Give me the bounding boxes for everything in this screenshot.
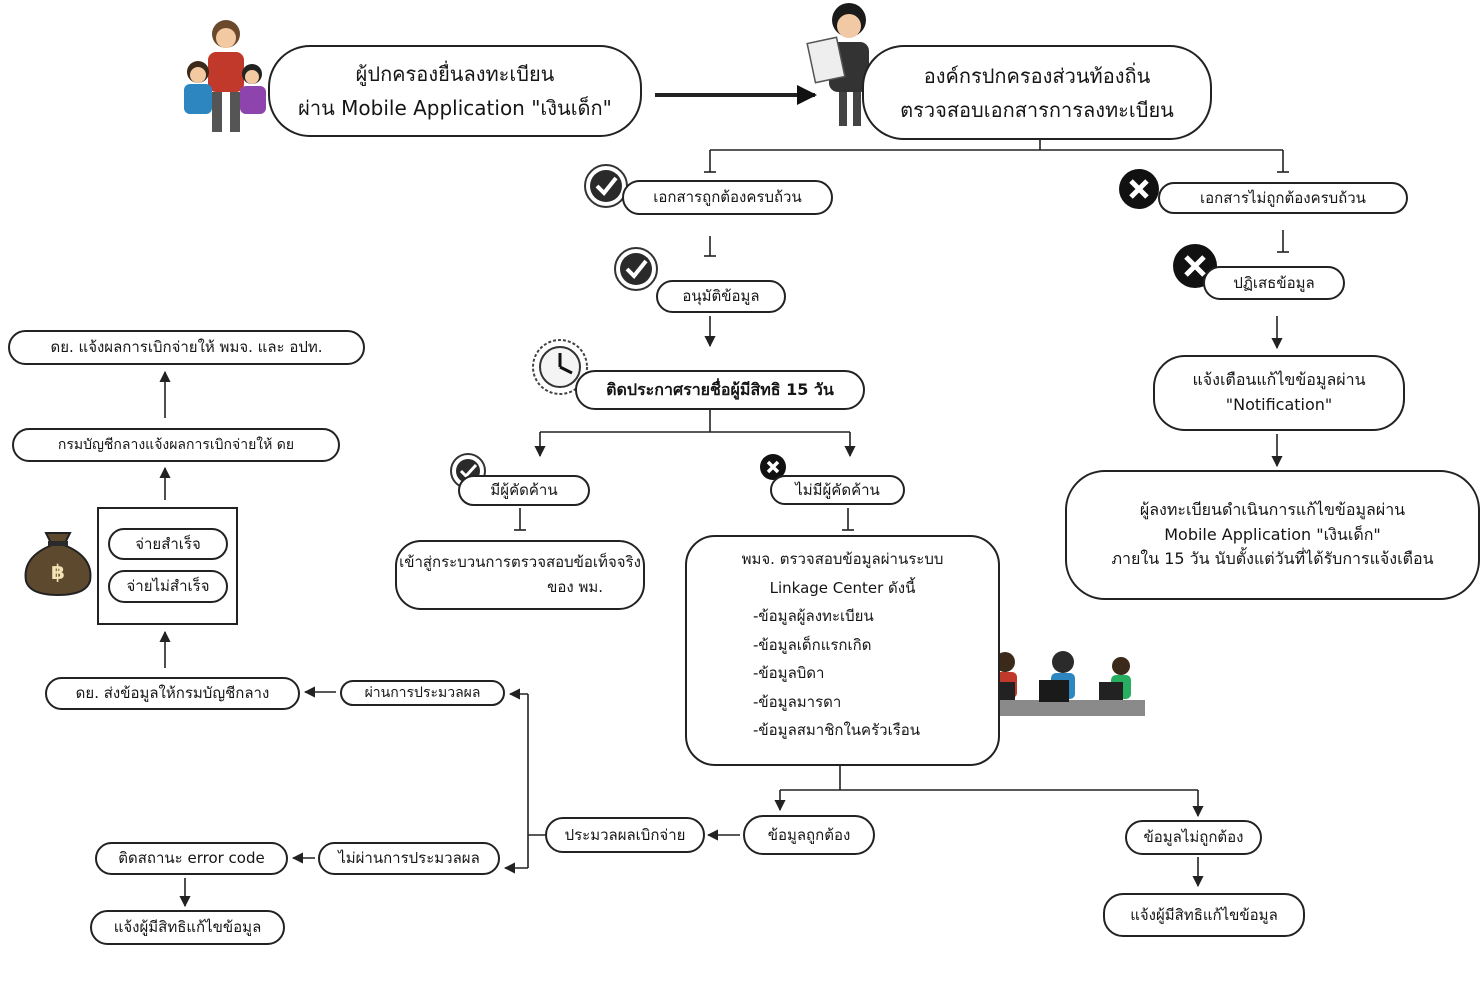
node-label: ติดสถานะ error code bbox=[118, 849, 265, 868]
node-label: ประมวลผลเบิกจ่าย bbox=[564, 825, 686, 844]
linkage-item: -ข้อมูลมารดา bbox=[753, 692, 842, 711]
node-label: ผ่านการประมวลผล bbox=[364, 684, 481, 701]
process-payment-node: ประมวลผลเบิกจ่าย bbox=[545, 817, 705, 853]
money-bag-icon: ฿ bbox=[24, 532, 92, 597]
staff-computers-illustration bbox=[975, 651, 1145, 728]
linkage-item: -ข้อมูลสมาชิกในครัวเรือน bbox=[753, 721, 921, 739]
x-circle-icon bbox=[1119, 169, 1159, 209]
node-label: ข้อมูลไม่ถูกต้อง bbox=[1143, 828, 1244, 847]
clock-icon bbox=[532, 339, 588, 395]
cgd-report-node: กรมบัญชีกลางแจ้งผลการเบิกจ่ายให้ ดย bbox=[12, 428, 340, 462]
node-line: ผ่าน Mobile Application "เงินเด็ก" bbox=[298, 96, 612, 120]
node-label: จ่ายไม่สำเร็จ bbox=[126, 577, 210, 596]
svg-text:฿: ฿ bbox=[51, 560, 65, 584]
node-line: ภายใน 15 วัน นับตั้งแต่วันที่ได้รับการแจ… bbox=[1111, 549, 1434, 569]
node-label: กรมบัญชีกลางแจ้งผลการเบิกจ่ายให้ ดย bbox=[57, 436, 295, 453]
lao-check-node: องค์กรปกครองส่วนท้องถิ่น ตรวจสอบเอกสารกา… bbox=[862, 45, 1212, 140]
send-to-cgd-node: ดย. ส่งข้อมูลให้กรมบัญชีกลาง bbox=[45, 677, 300, 710]
pay-success-node: จ่ายสำเร็จ bbox=[108, 528, 228, 560]
dy-report-node: ดย. แจ้งผลการเบิกจ่ายให้ พมจ. และ อปท. bbox=[8, 330, 365, 365]
node-line: ของ พม. bbox=[547, 578, 603, 596]
docs-complete-node: เอกสารถูกต้องครบถ้วน bbox=[622, 180, 833, 215]
node-label: เอกสารไม่ถูกต้องครบถ้วน bbox=[1200, 188, 1366, 207]
linkage-item: -ข้อมูลผู้ลงทะเบียน bbox=[753, 607, 874, 625]
node-label: มีผู้คัดค้าน bbox=[490, 481, 558, 500]
node-line: เข้าสู่กระบวนการตรวจสอบข้อเท็จจริง bbox=[399, 552, 641, 571]
node-line: Mobile Application "เงินเด็ก" bbox=[1164, 524, 1381, 544]
error-code-node: ติดสถานะ error code bbox=[95, 842, 288, 875]
no-objection-node: ไม่มีผู้คัดค้าน bbox=[770, 475, 905, 505]
node-line: ผู้ปกครองยื่นลงทะเบียน bbox=[355, 62, 555, 86]
officer-illustration bbox=[806, 3, 869, 126]
data-correct-node: ข้อมูลถูกต้อง bbox=[743, 815, 875, 855]
node-label: เอกสารถูกต้องครบถ้วน bbox=[653, 188, 802, 207]
payment-result-box: จ่ายสำเร็จ จ่ายไม่สำเร็จ bbox=[97, 507, 238, 625]
node-label: อนุมัติข้อมูล bbox=[682, 287, 760, 306]
notify-node: แจ้งเตือนแก้ไขข้อมูลผ่าน "Notification" bbox=[1153, 355, 1405, 431]
node-label: ดย. ส่งข้อมูลให้กรมบัญชีกลาง bbox=[75, 684, 270, 703]
docs-incomplete-node: เอกสารไม่ถูกต้องครบถ้วน bbox=[1158, 182, 1408, 214]
objection-node: มีผู้คัดค้าน bbox=[458, 475, 590, 506]
fix-via-app-node: ผู้ลงทะเบียนดำเนินการแก้ไขข้อมูลผ่าน Mob… bbox=[1065, 470, 1480, 600]
check-badge-icon bbox=[584, 164, 628, 208]
node-label: ติดประกาศรายชื่อผู้มีสิทธิ 15 วัน bbox=[606, 380, 834, 400]
node-label: ไม่มีผู้คัดค้าน bbox=[795, 480, 880, 499]
node-line: Linkage Center ดังนี้ bbox=[769, 578, 916, 597]
node-label: จ่ายสำเร็จ bbox=[135, 534, 201, 553]
fact-check-node: เข้าสู่กระบวนการตรวจสอบข้อเท็จจริง ของ พ… bbox=[395, 540, 645, 610]
pay-fail-node: จ่ายไม่สำเร็จ bbox=[108, 570, 228, 603]
node-line: "Notification" bbox=[1225, 395, 1333, 414]
node-label: แจ้งผู้มีสิทธิแก้ไขข้อมูล bbox=[1130, 905, 1278, 924]
reject-node: ปฏิเสธข้อมูล bbox=[1203, 266, 1345, 300]
node-line: ผู้ลงทะเบียนดำเนินการแก้ไขข้อมูลผ่าน bbox=[1139, 499, 1406, 519]
announce-node: ติดประกาศรายชื่อผู้มีสิทธิ 15 วัน bbox=[575, 370, 865, 410]
approve-node: อนุมัติข้อมูล bbox=[656, 280, 786, 313]
process-passed-node: ผ่านการประมวลผล bbox=[340, 680, 505, 706]
data-incorrect-node: ข้อมูลไม่ถูกต้อง bbox=[1125, 820, 1262, 855]
linkage-check-node: พมจ. ตรวจสอบข้อมูลผ่านระบบ Linkage Cente… bbox=[685, 535, 1000, 766]
process-failed-node: ไม่ผ่านการประมวลผล bbox=[318, 842, 500, 875]
node-line: พมจ. ตรวจสอบข้อมูลผ่านระบบ bbox=[741, 550, 944, 568]
node-label: ไม่ผ่านการประมวลผล bbox=[338, 849, 480, 868]
linkage-item: -ข้อมูลบิดา bbox=[753, 664, 825, 682]
node-line: องค์กรปกครองส่วนท้องถิ่น bbox=[923, 63, 1151, 88]
linkage-item: -ข้อมูลเด็กแรกเกิด bbox=[753, 635, 872, 654]
node-line: แจ้งเตือนแก้ไขข้อมูลผ่าน bbox=[1192, 370, 1366, 390]
node-label: แจ้งผู้มีสิทธิแก้ไขข้อมูล bbox=[113, 918, 262, 937]
x-circle-icon bbox=[760, 454, 786, 480]
node-label: ปฏิเสธข้อมูล bbox=[1233, 273, 1315, 292]
node-label: ข้อมูลถูกต้อง bbox=[767, 825, 851, 844]
linkage-item-list: -ข้อมูลผู้ลงทะเบียน -ข้อมูลเด็กแรกเกิด -… bbox=[753, 602, 920, 745]
notify-fix-right-node: แจ้งผู้มีสิทธิแก้ไขข้อมูล bbox=[1103, 893, 1305, 937]
node-line: ตรวจสอบเอกสารการลงทะเบียน bbox=[900, 97, 1174, 122]
parents-illustration bbox=[184, 20, 266, 132]
parent-register-node: ผู้ปกครองยื่นลงทะเบียน ผ่าน Mobile Appli… bbox=[268, 45, 642, 137]
notify-fix-left-node: แจ้งผู้มีสิทธิแก้ไขข้อมูล bbox=[90, 910, 285, 945]
check-badge-icon bbox=[614, 247, 658, 291]
node-label: ดย. แจ้งผลการเบิกจ่ายให้ พมจ. และ อปท. bbox=[50, 338, 323, 357]
